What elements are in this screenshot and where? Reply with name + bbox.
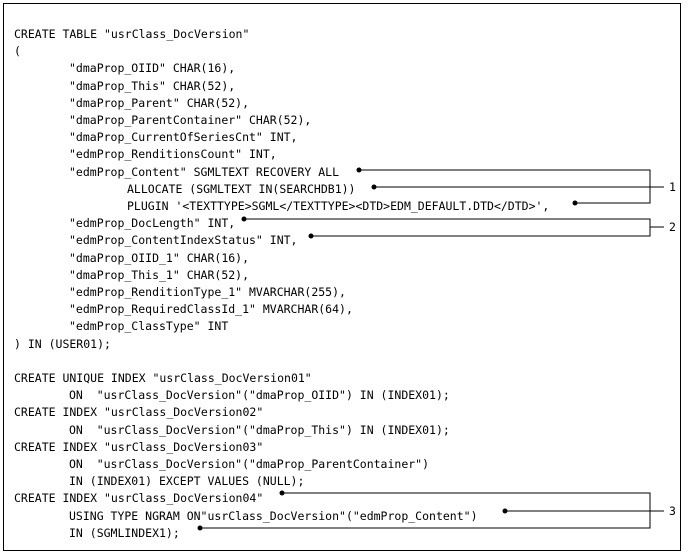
code-line: CREATE TABLE "usrClass_DocVersion"	[14, 27, 250, 41]
code-line: USING TYPE NGRAM ON"usrClass_DocVersion"…	[69, 508, 478, 523]
code-line: "edmProp_RenditionsCount" INT,	[69, 147, 277, 162]
code-line: "edmProp_Content" SGMLTEXT RECOVERY ALL	[69, 164, 340, 179]
code-line: "dmaProp_OIID" CHAR(16),	[69, 61, 236, 76]
code-line: "dmaProp_CurrentOfSeriesCnt" INT,	[69, 130, 298, 145]
code-line: CREATE INDEX "usrClass_DocVersion03"	[14, 439, 264, 454]
code-line: ON "usrClass_DocVersion"("dmaProp_This")…	[69, 422, 450, 437]
code-line: ON "usrClass_DocVersion"("dmaProp_OIID")…	[69, 388, 450, 403]
code-line: "edmProp_RequiredClassId_1" MVARCHAR(64)…	[69, 302, 353, 317]
code-listing-frame: CREATE TABLE "usrClass_DocVersion" ( "dmaP…	[3, 3, 681, 551]
code-line: "dmaProp_ParentContainer" CHAR(52),	[69, 113, 312, 127]
code-line: "edmProp_RenditionType_1" MVARCHAR(255),	[69, 285, 346, 299]
code-line: IN (SGMLINDEX1);	[69, 525, 180, 540]
code-line: CREATE UNIQUE INDEX "usrClass_DocVersion…	[14, 371, 312, 385]
code-line: "edmProp_ClassType" INT	[69, 319, 229, 334]
code-line: ON "usrClass_DocVersion"("dmaProp_Parent…	[69, 457, 430, 471]
code-line: ALLOCATE (SGMLTEXT IN(SEARCHDB1))	[127, 181, 356, 196]
code-line: "edmProp_DocLength" INT,	[69, 216, 236, 231]
code-line: "edmProp_ContentIndexStatus" INT,	[69, 233, 298, 248]
code-line: PLUGIN '<TEXTTYPE>SGML</TEXTTYPE><DTD>ED…	[127, 199, 550, 213]
code-line: "dmaProp_Parent" CHAR(52),	[69, 95, 250, 110]
code-line: CREATE INDEX "usrClass_DocVersion02"	[14, 405, 264, 420]
code-line: CREATE INDEX "usrClass_DocVersion04"	[14, 491, 264, 506]
code-line: ) IN (USER01);	[14, 336, 111, 351]
code-line: "dmaProp_This" CHAR(52),	[69, 78, 236, 93]
code-line: "dmaProp_OIID_1" CHAR(16),	[69, 250, 250, 265]
code-line: IN (INDEX01) EXCEPT VALUES (NULL);	[69, 474, 305, 489]
code-line: (	[14, 44, 21, 59]
code-line: "dmaProp_This_1" CHAR(52),	[69, 267, 250, 282]
